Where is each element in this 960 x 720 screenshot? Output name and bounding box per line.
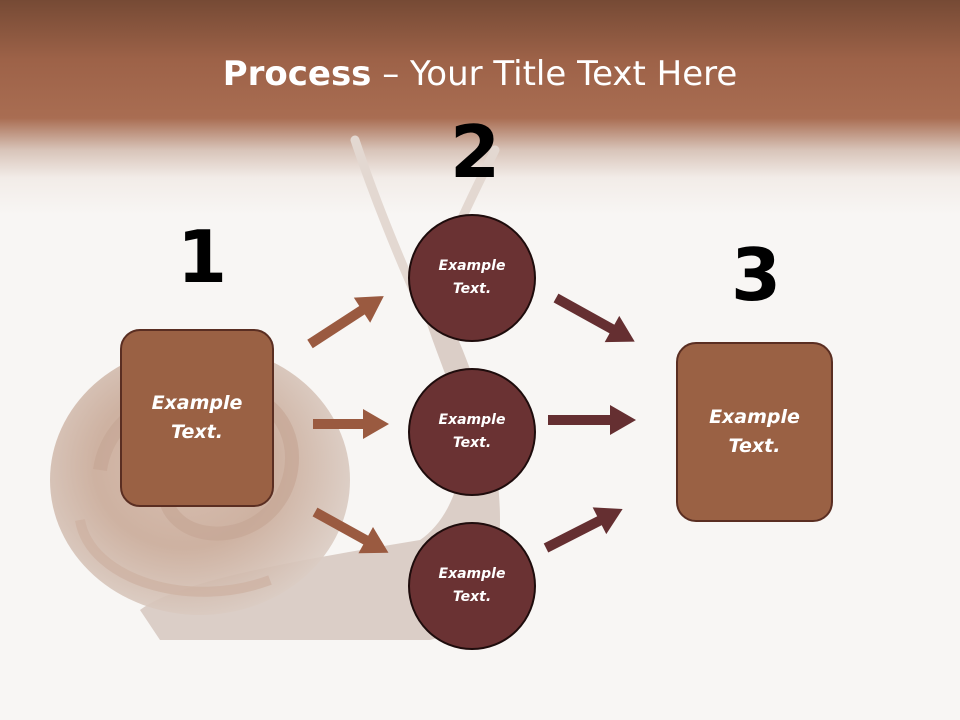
step-3-text: Example Text. (709, 406, 800, 457)
step-1-text: Example Text. (151, 392, 243, 443)
step-2-circle-top: Example Text. (408, 214, 536, 342)
step-2-circle-bottom-text: Example Text. (438, 566, 506, 605)
arrow-2a-to-3 (553, 293, 635, 343)
step-2-circle-middle-text: Example Text. (438, 412, 506, 451)
step-2-circle-middle: Example Text. (408, 368, 536, 496)
step-2-circle-bottom: Example Text. (408, 522, 536, 650)
arrow-1-to-2c (312, 507, 389, 554)
slide-title: Process – Your Title Text Here (0, 52, 960, 96)
title-rest-part: – Your Title Text Here (371, 54, 738, 94)
step-1-box: Example Text. (120, 329, 274, 507)
step-number-1: 1 (177, 215, 228, 299)
arrow-2b-to-3 (548, 405, 636, 435)
arrow-1-to-2b (313, 409, 389, 439)
step-number-2: 2 (450, 110, 501, 194)
arrow-1-to-2a (307, 296, 384, 349)
title-bold-part: Process (222, 54, 372, 94)
step-number-3: 3 (731, 233, 782, 317)
step-3-box: Example Text. (676, 342, 833, 522)
arrow-2c-to-3 (543, 507, 623, 553)
step-2-circle-top-text: Example Text. (438, 258, 506, 297)
